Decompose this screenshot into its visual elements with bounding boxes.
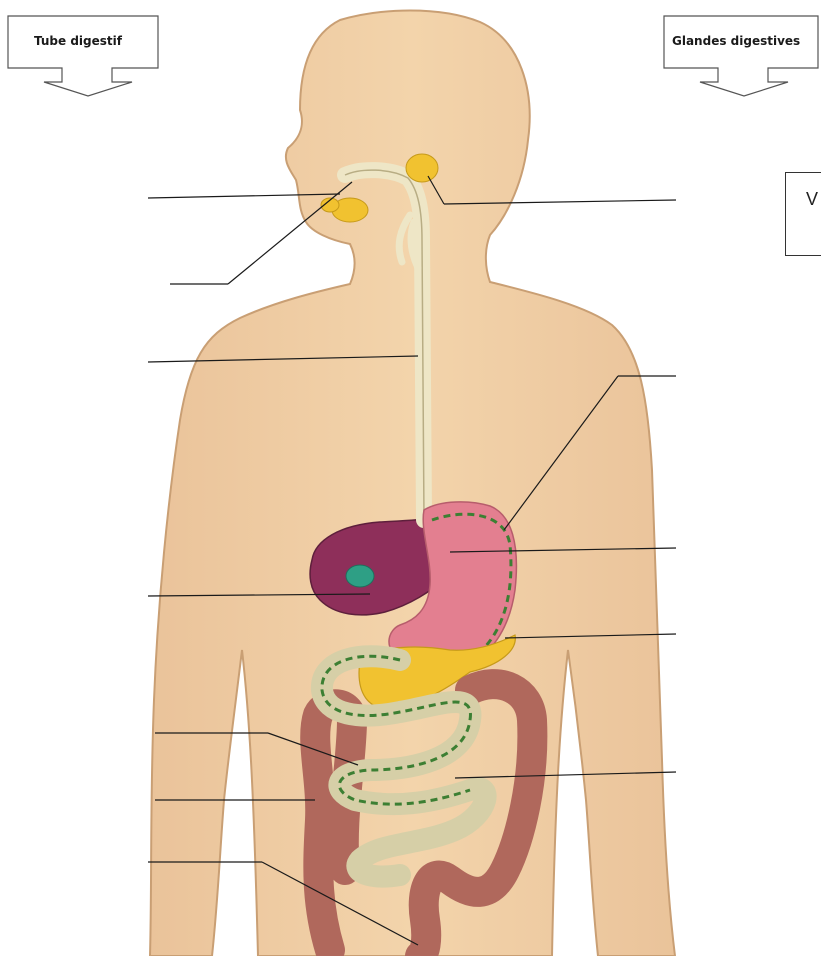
glandes-digestives-sign: Glandes digestives (664, 16, 818, 96)
tube-digestif-label: Tube digestif (34, 34, 123, 48)
gallbladder (346, 565, 374, 587)
glandes-digestives-label: Glandes digestives (672, 34, 800, 48)
parotid-gland (406, 154, 438, 182)
side-answer-box: V (785, 172, 821, 256)
side-box-letter: V (806, 189, 818, 210)
tube-digestif-sign: Tube digestif (8, 16, 158, 96)
